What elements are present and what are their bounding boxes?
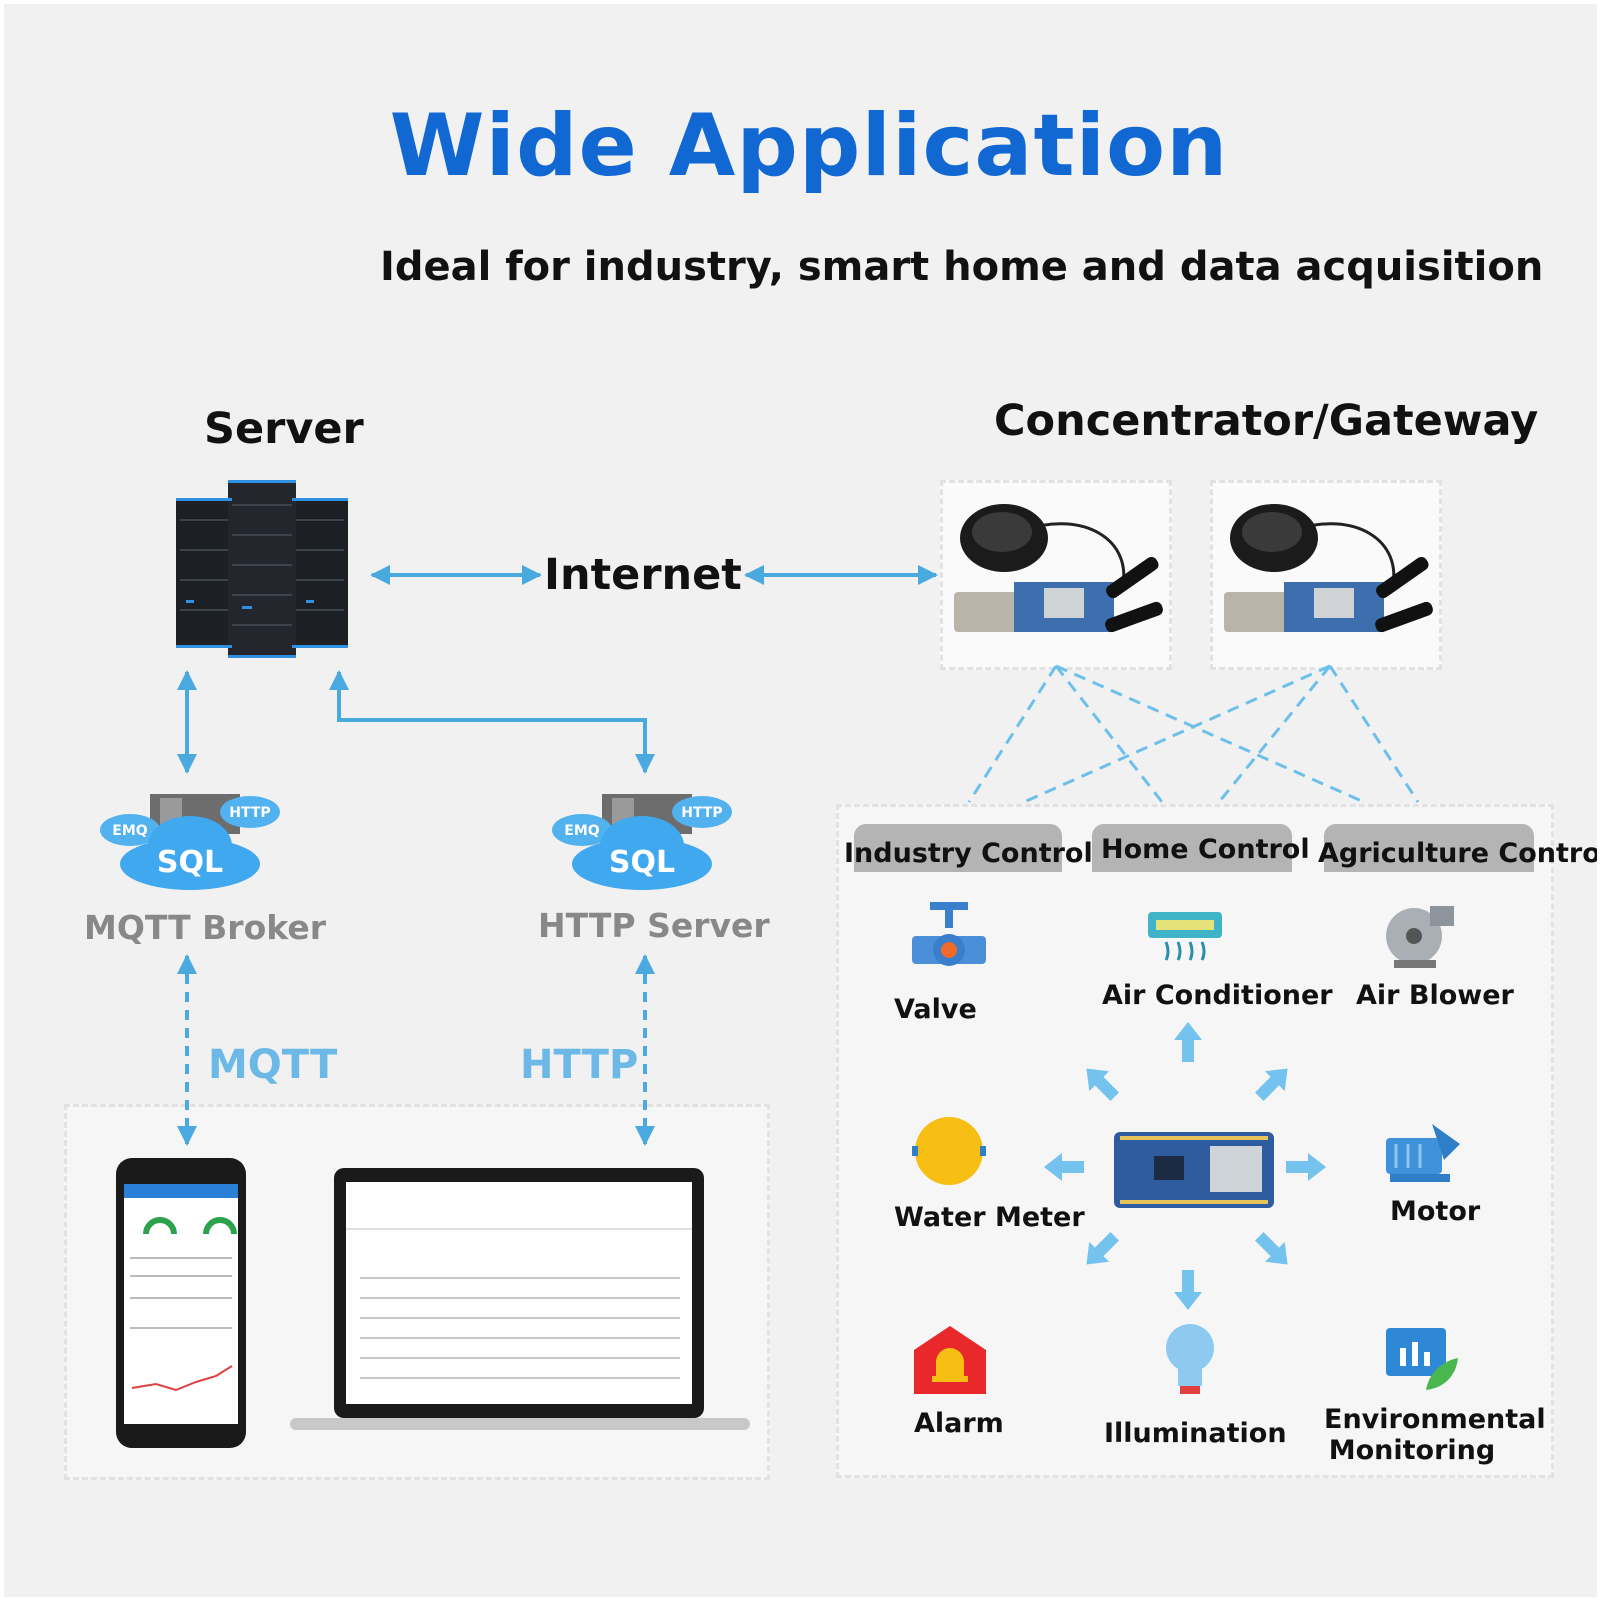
gateway-device-links — [967, 664, 1420, 804]
valve-icon — [912, 902, 986, 966]
gateway-title: Concentrator/Gateway — [994, 396, 1539, 446]
tab-industry-control — [854, 824, 1062, 872]
server-cloud-text: SQL — [609, 845, 675, 880]
water-meter-label: Water Meter — [894, 1202, 1085, 1233]
server-tag-right: HTTP — [681, 805, 722, 821]
laptop-icon — [290, 1168, 750, 1430]
gateway-device-icon — [1224, 504, 1433, 633]
motor-icon — [1386, 1124, 1460, 1182]
broker-tag-right: HTTP — [229, 805, 270, 821]
tab-agriculture-control — [1324, 824, 1534, 872]
diagram-canvas: Wide Application Ideal for industry, sma… — [4, 4, 1597, 1597]
server-rack-icon — [176, 480, 348, 658]
illumination-bulb-icon — [1166, 1324, 1214, 1394]
alarm-label: Alarm — [914, 1408, 1004, 1439]
tab-home-control-label: Home Control — [1101, 834, 1310, 865]
radial-arrows — [1044, 1022, 1326, 1310]
gateway-device-icon — [954, 504, 1163, 633]
tab-home-control — [1092, 824, 1292, 872]
mqtt-broker-cloud-icon: EMQ HTTP SQL — [100, 794, 280, 890]
broker-tag-left: EMQ — [112, 823, 147, 839]
air-blower-label: Air Blower — [1356, 980, 1514, 1011]
http-server-cloud-icon: EMQ HTTP SQL — [552, 794, 732, 890]
alarm-icon — [914, 1326, 986, 1394]
environmental-label-line2: Monitoring — [1328, 1435, 1496, 1466]
environmental-monitoring-icon — [1386, 1328, 1458, 1390]
illumination-label: Illumination — [1104, 1418, 1287, 1449]
motor-label: Motor — [1390, 1196, 1481, 1227]
internet-label: Internet — [544, 550, 742, 600]
air-conditioner-label: Air Conditioner — [1102, 980, 1333, 1011]
controller-board-icon — [1114, 1132, 1274, 1208]
page-subtitle: Ideal for industry, smart home and data … — [380, 244, 1544, 290]
tab-industry-control-label: Industry Control — [844, 838, 1093, 869]
valve-label: Valve — [894, 994, 977, 1025]
page-title: Wide Application — [389, 96, 1229, 196]
tab-agriculture-control-label: Agriculture Control — [1318, 838, 1597, 869]
mqtt-broker-caption: MQTT Broker — [84, 908, 326, 947]
server-http-arrow — [329, 670, 655, 774]
air-blower-icon — [1386, 906, 1454, 968]
water-meter-icon — [912, 1117, 986, 1185]
environmental-monitoring-label: Environmental Monitoring — [1324, 1404, 1546, 1466]
air-conditioner-icon — [1148, 912, 1222, 961]
smartphone-icon — [116, 1158, 246, 1448]
mqtt-protocol-label: MQTT — [208, 1042, 338, 1088]
http-protocol-label: HTTP — [520, 1042, 639, 1088]
broker-cloud-text: SQL — [157, 845, 223, 880]
http-server-caption: HTTP Server — [538, 906, 770, 945]
server-tag-left: EMQ — [564, 823, 599, 839]
environmental-label-line1: Environmental — [1324, 1404, 1546, 1435]
connections-layer — [177, 565, 1420, 1310]
server-title: Server — [204, 404, 364, 454]
